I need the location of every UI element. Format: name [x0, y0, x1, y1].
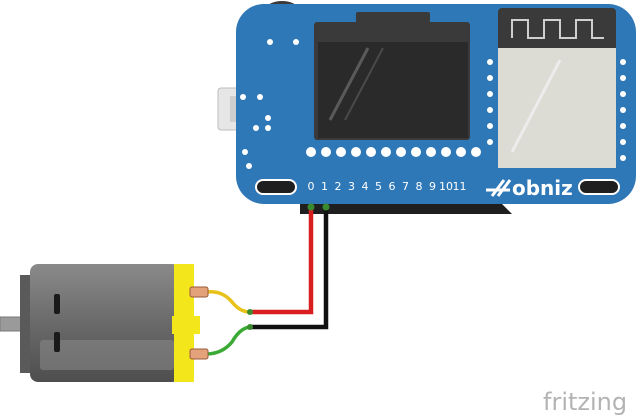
motor-vent-bottom [54, 332, 60, 352]
io-pin-label: 5 [375, 180, 382, 193]
module-pins [487, 59, 626, 161]
obniz-logo: obniz [486, 176, 573, 200]
pin-0-contact [307, 203, 315, 211]
io-pin-label: 0 [308, 180, 315, 193]
mount-slot-left [255, 179, 297, 195]
io-pin-hole [411, 147, 421, 157]
module-glare [510, 59, 562, 153]
io-pin-hole [381, 147, 391, 157]
io-pin-label: 3 [348, 180, 355, 193]
fritzing-watermark: fritzing [543, 388, 627, 416]
motor-terminal-bottom [189, 348, 209, 360]
wires [205, 203, 330, 356]
io-pin-hole [366, 147, 376, 157]
wire-signal-red [250, 208, 314, 315]
dc-motor [0, 264, 209, 382]
io-pin-hole [441, 147, 451, 157]
motor-terminal-top [189, 286, 209, 298]
io-pin-label: 8 [416, 180, 423, 193]
mount-slot-right [578, 179, 620, 195]
oled-screen [318, 42, 468, 138]
io-pin-hole [321, 147, 331, 157]
brand-text: obniz [512, 176, 573, 200]
wire-joint-bottom [247, 324, 253, 330]
motor-cap-nub [172, 316, 200, 334]
io-pin-hole [471, 147, 481, 157]
io-pin-label: 11 [453, 180, 467, 193]
antenna-trace [511, 19, 604, 39]
motor-vent-top [54, 294, 60, 314]
io-pin-label: 1 [321, 180, 328, 193]
screen-glare-2 [344, 47, 384, 121]
obniz-logo-mark [486, 179, 512, 197]
wire-joint-top [247, 309, 253, 315]
motor-lead-green [205, 325, 251, 356]
screen-glare-1 [328, 47, 370, 121]
io-pin-hole [396, 147, 406, 157]
io-pin-label: 6 [389, 180, 396, 193]
io-pin-label: 4 [362, 180, 369, 193]
io-pin-hole [351, 147, 361, 157]
io-pin-label: 9 [429, 180, 436, 193]
io-pin-hole [306, 147, 316, 157]
io-pin-hole [426, 147, 436, 157]
io-pin-label: 10 [439, 180, 453, 193]
io-pin-row [306, 147, 481, 157]
io-pin-hole [336, 147, 346, 157]
io-pin-label: 7 [402, 180, 409, 193]
motor-lead-yellow [205, 289, 251, 314]
io-pin-hole [456, 147, 466, 157]
board-left-dots [240, 39, 299, 169]
pin-1-contact [322, 203, 330, 211]
wire-ground-black [250, 208, 329, 330]
io-pin-label: 2 [335, 180, 342, 193]
motor-highlight [40, 340, 174, 370]
